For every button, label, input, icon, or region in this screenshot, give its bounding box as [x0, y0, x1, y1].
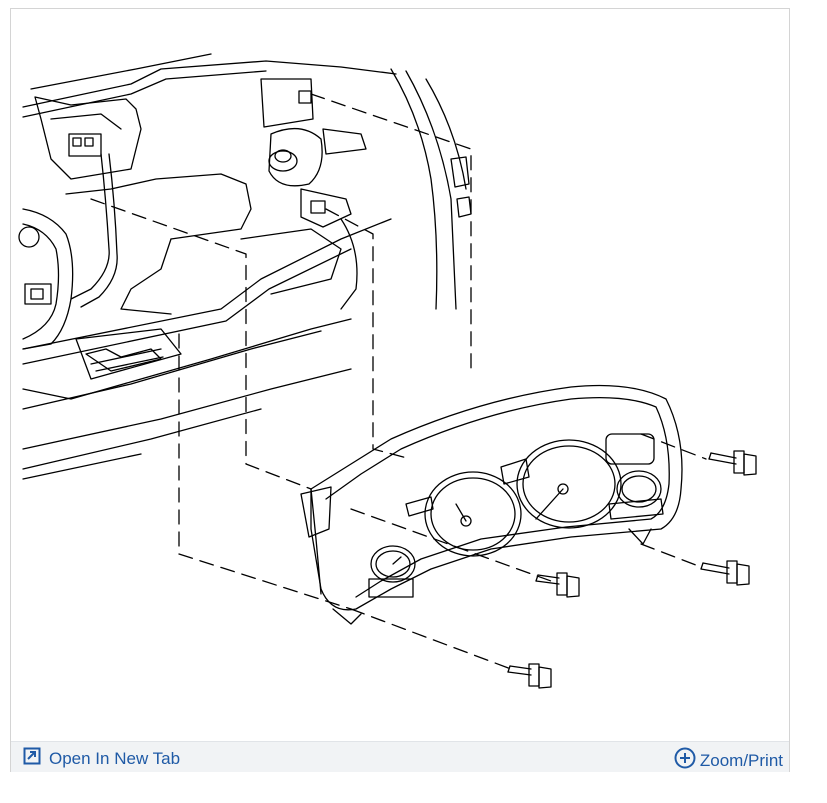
zoom-print-link[interactable]: Zoom/Print	[674, 747, 783, 774]
center-bracket	[240, 78, 472, 310]
zoom-plus-icon	[674, 747, 696, 774]
instrument-cluster	[300, 384, 683, 625]
alignment-lines	[90, 93, 707, 670]
instrument-cluster-diagram	[18, 53, 757, 689]
screw-right	[700, 560, 750, 586]
screw-top-right	[708, 450, 757, 476]
upper-bracket	[34, 96, 142, 308]
lower-left-bezel	[75, 328, 182, 380]
viewer-footer: Open In New Tab Zoom/Print	[11, 741, 789, 772]
zoom-print-label: Zoom/Print	[699, 750, 783, 770]
dashboard-outline	[22, 53, 467, 480]
screw-bottom	[507, 663, 552, 689]
open-in-new-tab-link[interactable]: Open In New Tab	[23, 747, 180, 770]
screw-center	[535, 572, 580, 598]
open-new-tab-icon	[23, 747, 41, 770]
open-in-new-tab-label: Open In New Tab	[49, 748, 181, 768]
left-column	[18, 173, 252, 350]
image-viewer: Open In New Tab Zoom/Print	[10, 8, 790, 772]
